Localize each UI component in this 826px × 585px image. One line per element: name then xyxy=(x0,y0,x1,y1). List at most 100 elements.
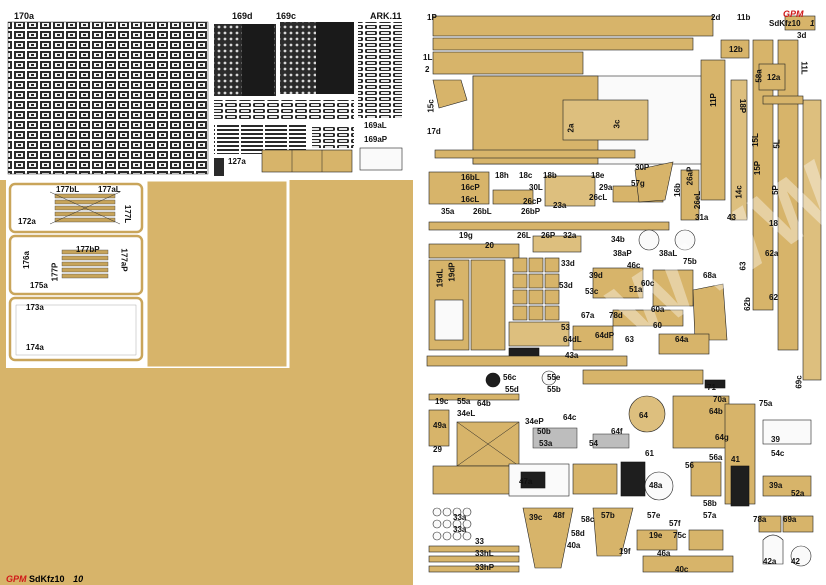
part-label-61: 61 xyxy=(645,449,654,458)
part-label-14c: 14c xyxy=(734,185,744,199)
part-label-11P: 11P xyxy=(708,93,718,107)
part-label-31a: 31a xyxy=(695,213,709,222)
part-label-64h: 64b xyxy=(477,399,491,408)
part-label-127a: 127a xyxy=(228,157,246,166)
part-label-1L: 1L xyxy=(423,53,433,62)
part-label-38aL: 38aL xyxy=(659,249,678,258)
part-label-16b: 16b xyxy=(672,183,682,197)
part-label-30L: 30L xyxy=(529,183,543,192)
part-label-60c: 60c xyxy=(641,279,655,288)
part-label-19g: 19g xyxy=(459,231,473,240)
part-label-176a: 176a xyxy=(21,251,31,269)
part-label-42: 42 xyxy=(791,557,800,566)
part-label-16cL: 16cL xyxy=(461,195,480,204)
part-label-15c: 15c xyxy=(426,99,436,113)
part-label-20: 20 xyxy=(485,241,494,250)
part-label-3d: 3d xyxy=(797,31,807,40)
part-label-5P: 5P xyxy=(770,185,780,195)
part-label-18h: 18h xyxy=(495,171,509,180)
part-label-64g: 64g xyxy=(715,433,729,442)
part-label-169aL: 169aL xyxy=(364,121,387,130)
part-label-173a: 173a xyxy=(26,303,44,312)
part-label-67a: 67a xyxy=(581,311,595,320)
part-label-2: 2 xyxy=(425,65,430,74)
part-label-56c: 56c xyxy=(503,373,517,382)
part-label-63: 63 xyxy=(738,261,748,271)
part-label-43: 43 xyxy=(727,213,736,222)
part-label-62b: 62b xyxy=(742,297,752,311)
part-label-53: 53 xyxy=(561,323,570,332)
part-label-35a: 35a xyxy=(441,207,455,216)
part-label-39d: 39d xyxy=(589,271,603,280)
part-label-75a: 75a xyxy=(759,399,773,408)
part-label-60a: 60a xyxy=(651,305,665,314)
part-label-18: 18 xyxy=(769,219,778,228)
part-label-26bL: 26bL xyxy=(473,207,492,216)
part-label-70a: 70a xyxy=(713,395,727,404)
page-number: 10 xyxy=(73,574,84,584)
part-label-2a: 2a xyxy=(566,123,576,133)
part-label-1P: 1P xyxy=(427,13,437,22)
part-label-57f: 57f xyxy=(669,519,681,528)
part-label-63: 63 xyxy=(625,335,634,344)
part-label-55d: 55d xyxy=(505,385,519,394)
part-label-11L: 11L xyxy=(799,61,809,75)
part-label-58b: 58b xyxy=(703,499,717,508)
part-label-33hP: 33hP xyxy=(475,563,495,572)
part-label-175a: 175a xyxy=(30,281,48,290)
part-label-68a: 68a xyxy=(703,271,717,280)
part-label-49a: 49a xyxy=(433,421,447,430)
part-label-53c: 53c xyxy=(585,287,599,296)
brand-logo-right: GPM xyxy=(783,9,804,19)
part-label-64dP: 64dP xyxy=(595,331,615,340)
part-label-64dL: 64dL xyxy=(563,335,582,344)
part-label-41: 41 xyxy=(731,455,740,464)
part-label-64: 64 xyxy=(639,411,648,420)
part-label-12b: 12b xyxy=(729,45,743,54)
part-label-64c: 64c xyxy=(563,413,577,422)
part-label-11b: 11b xyxy=(737,13,751,22)
part-label-29a: 29a xyxy=(599,183,613,192)
left-sheet: 170a 169d 169c ARK.11 169aL 169aP 127a 1… xyxy=(0,11,413,585)
part-label-33a: 33a xyxy=(453,513,467,522)
part-label-56a: 56a xyxy=(709,453,723,462)
part-label-177aL: 177aL xyxy=(98,185,121,194)
part-label-52a: 52a xyxy=(791,489,805,498)
part-label-54: 54 xyxy=(589,439,598,448)
part-label-64b: 64b xyxy=(709,407,723,416)
part-label-34eP: 34eP xyxy=(525,417,544,426)
part-label-40c: 40c xyxy=(675,565,689,574)
part-label-177L: 177L xyxy=(123,204,133,224)
part-label-48a: 48a xyxy=(649,481,663,490)
part-label-55e: 55e xyxy=(547,373,561,382)
page-number-right: 1 xyxy=(810,19,815,28)
part-label-33d: 33d xyxy=(561,259,575,268)
part-label-12a: 12a xyxy=(767,73,781,82)
part-label-19c: 19c xyxy=(435,397,449,406)
part-label-47a: 47a xyxy=(519,477,533,486)
part-label-53a: 53a xyxy=(539,439,553,448)
part-label-38aP: 38aP xyxy=(613,249,632,258)
left-sheet-art xyxy=(0,21,413,585)
part-label-2d: 2d xyxy=(711,13,721,22)
part-label-42a: 42a xyxy=(763,557,777,566)
part-label-19dP: 19dP xyxy=(447,262,457,282)
part-label-26eL: 26eL xyxy=(693,190,703,210)
part-label-18P: 18P xyxy=(738,98,748,114)
part-label-26cP: 26cP xyxy=(523,197,542,206)
part-label-57e: 57e xyxy=(647,511,661,520)
part-label-19f: 19f xyxy=(619,547,631,556)
part-label-46a: 46a xyxy=(657,549,671,558)
part-label-18e: 18e xyxy=(591,171,605,180)
part-label-169d: 169d xyxy=(232,11,253,21)
part-label-56: 56 xyxy=(685,461,694,470)
part-label-34b: 34b xyxy=(611,235,625,244)
right-sheet: WWW.GPM.PL GPM SdKfz10 1 1P 2d 11b 3d 1L… xyxy=(413,0,826,585)
part-label-60: 60 xyxy=(653,321,662,330)
part-label-26P: 26P xyxy=(541,231,556,240)
part-label-32a: 32a xyxy=(563,231,577,240)
part-label-55b: 55b xyxy=(547,385,561,394)
left-footer: GPM SdKfz10 10 xyxy=(6,574,83,584)
part-label-177P: 177P xyxy=(50,262,60,282)
part-label-43a: 43a xyxy=(565,351,579,360)
